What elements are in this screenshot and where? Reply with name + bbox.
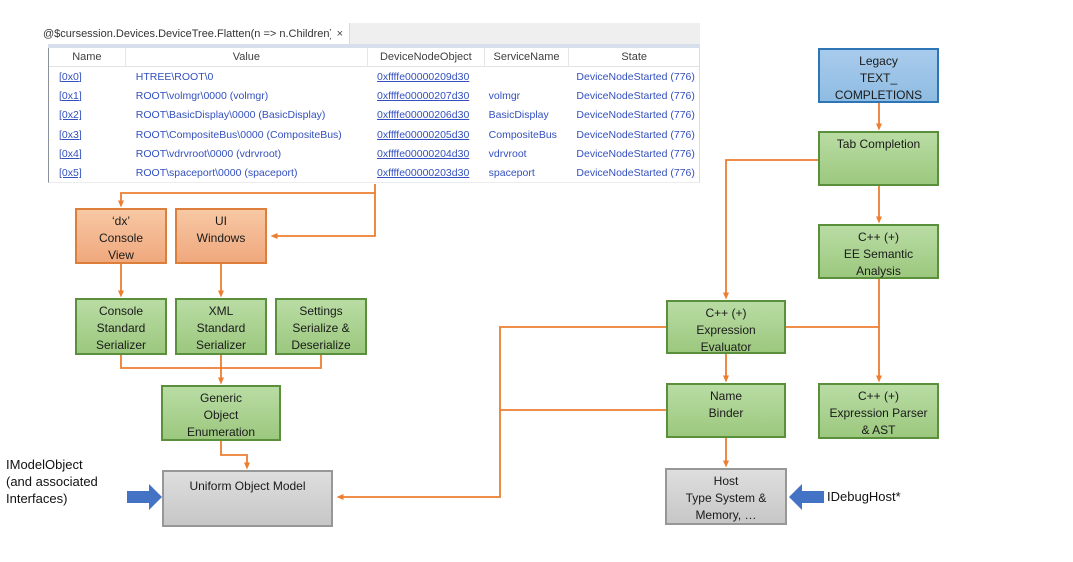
box-ui-windows: UI Windows: [175, 208, 267, 264]
box-generic-object-enumeration: Generic Object Enumeration: [161, 385, 281, 441]
box-console-standard-serializer: Console Standard Serializer: [75, 298, 167, 355]
table-row: [0x1] ROOT\volmgr\0000 (volmgr) 0xffffe0…: [49, 86, 699, 105]
row-value: ROOT\CompositeBus\0000 (CompositeBus): [135, 128, 342, 141]
row-value: ROOT\volmgr\0000 (volmgr): [135, 89, 269, 102]
box-label: Uniform Object Model: [189, 479, 306, 493]
box-uniform-object-model: Uniform Object Model: [162, 470, 333, 527]
box-label: C++ (+) Expression Evaluator: [696, 306, 756, 354]
column-header-node: DeviceNodeObject: [368, 48, 485, 66]
box-label: Generic Object Enumeration: [186, 391, 256, 439]
row-index-link[interactable]: [0x1]: [59, 89, 82, 102]
watch-window-tab-title: @$cursession.Devices.DeviceTree.Flatten(…: [43, 27, 331, 40]
box-label: C++ (+) Expression Parser & AST: [829, 389, 928, 437]
table-row: [0x3] ROOT\CompositeBus\0000 (CompositeB…: [49, 125, 699, 144]
row-service-name: BasicDisplay: [488, 109, 549, 122]
box-name-binder: Name Binder: [666, 383, 786, 438]
row-state: DeviceNodeStarted (776): [576, 89, 695, 102]
row-value: ROOT\vdrvroot\0000 (vdrvroot): [135, 147, 282, 160]
table-top-accent: [48, 44, 700, 48]
device-table-body: [0x0] HTREE\ROOT\0 0xffffe00000209d30 De…: [49, 67, 699, 183]
table-row: [0x4] ROOT\vdrvroot\0000 (vdrvroot) 0xff…: [49, 144, 699, 163]
box-host-type-system: Host Type System & Memory, …: [665, 468, 787, 525]
column-header-value: Value: [126, 48, 369, 66]
row-service-name: vdrvroot: [488, 147, 527, 160]
row-node-link[interactable]: 0xffffe00000206d30: [377, 109, 470, 122]
box-expression-parser-ast: C++ (+) Expression Parser & AST: [818, 383, 939, 439]
box-label: XML Standard Serializer: [195, 304, 246, 352]
box-ee-semantic-analysis: C++ (+) EE Semantic Analysis: [818, 224, 939, 279]
row-state: DeviceNodeStarted (776): [576, 128, 695, 141]
row-node-link[interactable]: 0xffffe00000204d30: [377, 147, 470, 160]
row-index-link[interactable]: [0x5]: [59, 167, 82, 180]
row-service-name: CompositeBus: [488, 128, 557, 141]
row-state: DeviceNodeStarted (776): [576, 70, 695, 83]
row-state: DeviceNodeStarted (776): [576, 109, 695, 122]
idebughost-arrow-icon: [789, 484, 825, 510]
device-table-header: Name Value DeviceNodeObject ServiceName …: [49, 48, 699, 67]
box-label: Legacy TEXT_ COMPLETIONS: [834, 54, 923, 102]
row-service-name: volmgr: [488, 89, 521, 102]
box-label: Tab Completion: [836, 137, 921, 151]
table-row: [0x0] HTREE\ROOT\0 0xffffe00000209d30 De…: [49, 67, 699, 86]
row-index-link[interactable]: [0x0]: [59, 70, 82, 83]
row-index-link[interactable]: [0x4]: [59, 147, 82, 160]
row-service-name: spaceport: [488, 167, 535, 180]
row-node-link[interactable]: 0xffffe00000205d30: [377, 128, 470, 141]
idebughost-label: IDebugHost*: [827, 489, 901, 504]
box-label: Host Type System & Memory, …: [685, 474, 767, 522]
box-settings-serialize-deserialize: Settings Serialize & Deserialize: [275, 298, 367, 355]
box-label: UI Windows: [196, 214, 246, 245]
row-node-link[interactable]: 0xffffe00000203d30: [377, 167, 470, 180]
watch-window-tabstrip: @$cursession.Devices.DeviceTree.Flatten(…: [35, 23, 700, 44]
row-node-link[interactable]: 0xffffe00000209d30: [377, 70, 470, 83]
box-expression-evaluator: C++ (+) Expression Evaluator: [666, 300, 786, 354]
row-state: DeviceNodeStarted (776): [576, 147, 695, 160]
column-header-service: ServiceName: [485, 48, 570, 66]
tab-close-icon[interactable]: ×: [336, 27, 343, 40]
box-label: Settings Serialize & Deserialize: [291, 304, 351, 352]
row-value: ROOT\BasicDisplay\0000 (BasicDisplay): [135, 109, 326, 122]
row-index-link[interactable]: [0x2]: [59, 109, 82, 122]
box-legacy-text-completions: Legacy TEXT_ COMPLETIONS: [818, 48, 939, 103]
row-node-link[interactable]: 0xffffe00000207d30: [377, 89, 470, 102]
box-label: Name Binder: [708, 389, 744, 420]
row-state: DeviceNodeStarted (776): [576, 167, 695, 180]
box-dx-console-view: ‘dx’ Console View: [75, 208, 167, 264]
imodelobject-label: IModelObject (and associated Interfaces): [6, 457, 98, 506]
box-tab-completion: Tab Completion: [818, 131, 939, 186]
column-header-name: Name: [49, 48, 126, 66]
row-index-link[interactable]: [0x3]: [59, 128, 82, 141]
table-row: [0x2] ROOT\BasicDisplay\0000 (BasicDispl…: [49, 106, 699, 125]
column-header-state: State: [621, 51, 648, 63]
device-table: Name Value DeviceNodeObject ServiceName …: [48, 48, 700, 183]
imodelobject-arrow-icon: [127, 484, 163, 510]
box-xml-standard-serializer: XML Standard Serializer: [175, 298, 267, 355]
row-value: HTREE\ROOT\0: [135, 70, 214, 83]
box-label: Console Standard Serializer: [95, 304, 146, 352]
table-row: [0x5] ROOT\spaceport\0000 (spaceport) 0x…: [49, 163, 699, 182]
watch-window-tab[interactable]: @$cursession.Devices.DeviceTree.Flatten(…: [35, 23, 350, 44]
row-value: ROOT\spaceport\0000 (spaceport): [135, 167, 298, 180]
row-service-name: [485, 67, 570, 86]
box-label: C++ (+) EE Semantic Analysis: [843, 230, 914, 278]
box-label: ‘dx’ Console View: [98, 214, 144, 262]
